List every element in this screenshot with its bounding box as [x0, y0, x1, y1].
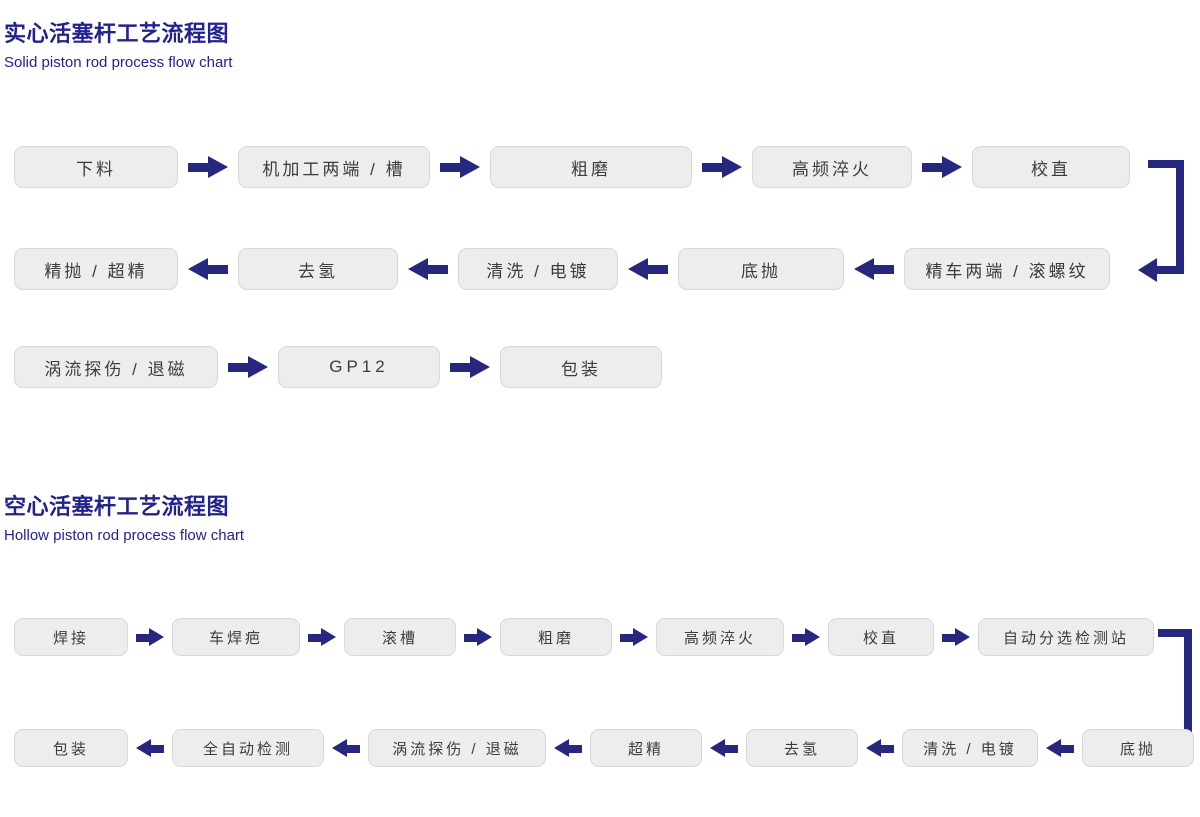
flow-row-hollow-1: 焊接 车焊疤 滚槽 粗磨 高频淬火 校直 自动分选检测站: [14, 618, 1154, 656]
arrow-right-icon: [136, 628, 164, 646]
arrow-right-icon: [228, 356, 268, 378]
process-node[interactable]: 粗磨: [490, 146, 692, 188]
process-node[interactable]: 超精: [590, 729, 702, 767]
section-hollow-piston-rod: 空心活塞杆工艺流程图 Hollow piston rod process flo…: [0, 493, 1200, 547]
process-node[interactable]: 去氢: [746, 729, 858, 767]
process-node[interactable]: GP12: [278, 346, 440, 388]
flow-row-solid-1: 下料 机加工两端 / 槽 粗磨 高频淬火 校直: [14, 146, 1130, 188]
section-heading-solid: 实心活塞杆工艺流程图 Solid piston rod process flow…: [0, 20, 1200, 74]
arrow-right-icon: [792, 628, 820, 646]
flow-row-solid-3: 涡流探伤 / 退磁 GP12 包装: [14, 346, 662, 388]
process-node[interactable]: 焊接: [14, 618, 128, 656]
process-node[interactable]: 包装: [14, 729, 128, 767]
section-solid-piston-rod: 实心活塞杆工艺流程图 Solid piston rod process flow…: [0, 20, 1200, 74]
arrow-right-icon: [308, 628, 336, 646]
process-node[interactable]: 精抛 / 超精: [14, 248, 178, 290]
process-node[interactable]: 去氢: [238, 248, 398, 290]
process-node[interactable]: 机加工两端 / 槽: [238, 146, 430, 188]
process-node[interactable]: 车焊疤: [172, 618, 300, 656]
arrow-right-icon: [620, 628, 648, 646]
process-node[interactable]: 涡流探伤 / 退磁: [368, 729, 546, 767]
process-node[interactable]: 全自动检测: [172, 729, 324, 767]
process-node[interactable]: 清洗 / 电镀: [902, 729, 1038, 767]
section-heading-hollow: 空心活塞杆工艺流程图 Hollow piston rod process flo…: [0, 493, 1200, 547]
page-subtitle-solid-en: Solid piston rod process flow chart: [4, 54, 233, 71]
process-node[interactable]: 包装: [500, 346, 662, 388]
process-node[interactable]: 自动分选检测站: [978, 618, 1154, 656]
arrow-left-icon: [854, 258, 894, 280]
arrow-right-icon: [440, 156, 480, 178]
arrow-right-icon: [942, 628, 970, 646]
arrow-right-icon: [702, 156, 742, 178]
process-node[interactable]: 精车两端 / 滚螺纹: [904, 248, 1110, 290]
arrow-left-icon: [408, 258, 448, 280]
wrap-connector-solid: [1120, 160, 1190, 286]
arrow-left-icon: [710, 739, 738, 757]
arrow-right-icon: [450, 356, 490, 378]
process-node[interactable]: 清洗 / 电镀: [458, 248, 618, 290]
flow-row-solid-2: 精抛 / 超精 去氢 清洗 / 电镀 底抛 精车两端 / 滚螺纹: [14, 248, 1110, 290]
page-title-hollow-cn: 空心活塞杆工艺流程图: [4, 494, 230, 519]
arrow-left-icon: [628, 258, 668, 280]
process-node[interactable]: 高频淬火: [656, 618, 784, 656]
process-node[interactable]: 涡流探伤 / 退磁: [14, 346, 218, 388]
process-node[interactable]: 底抛: [678, 248, 844, 290]
arrow-left-icon: [332, 739, 360, 757]
arrow-left-icon: [136, 739, 164, 757]
arrow-left-icon: [866, 739, 894, 757]
process-node[interactable]: 粗磨: [500, 618, 612, 656]
arrow-right-icon: [922, 156, 962, 178]
arrow-left-icon: [554, 739, 582, 757]
process-node[interactable]: 滚槽: [344, 618, 456, 656]
process-node[interactable]: 下料: [14, 146, 178, 188]
process-node[interactable]: 校直: [828, 618, 934, 656]
process-node[interactable]: 校直: [972, 146, 1130, 188]
arrow-right-icon: [188, 156, 228, 178]
arrow-right-icon: [464, 628, 492, 646]
arrow-left-icon: [188, 258, 228, 280]
page-subtitle-hollow-en: Hollow piston rod process flow chart: [4, 527, 245, 544]
page-title-solid-cn: 实心活塞杆工艺流程图: [4, 21, 230, 46]
process-node[interactable]: 高频淬火: [752, 146, 912, 188]
arrow-left-icon: [1046, 739, 1074, 757]
flow-row-hollow-2: 包装 全自动检测 涡流探伤 / 退磁 超精 去氢 清洗 / 电镀 底抛: [14, 729, 1194, 767]
process-node[interactable]: 底抛: [1082, 729, 1194, 767]
